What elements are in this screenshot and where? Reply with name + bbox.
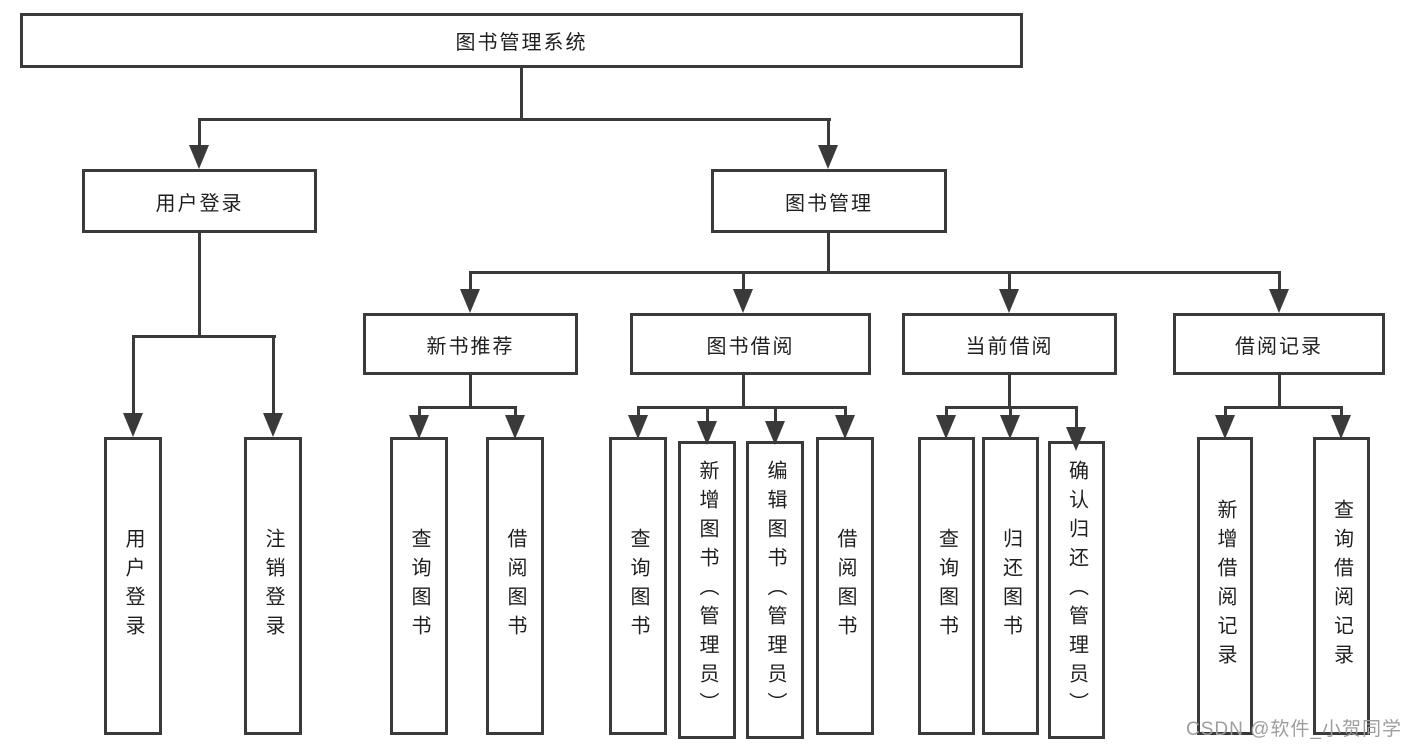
arrowhead (1331, 415, 1351, 439)
connector-line (1340, 406, 1343, 417)
csdn-watermark: CSDN @软件_小贺同学 (1186, 719, 1402, 740)
arrowhead (263, 413, 283, 437)
arrowhead (835, 415, 855, 439)
connector-line (774, 406, 777, 423)
connector-line (132, 335, 276, 338)
arrowhead (1269, 289, 1289, 313)
connector-line (132, 335, 135, 415)
node-label: 图书管理系统 (455, 32, 588, 54)
node-label: 借阅记录 (1235, 335, 1323, 358)
connector-line (742, 271, 745, 291)
arrowhead (189, 145, 209, 169)
arrowhead (409, 415, 429, 439)
connector-line (742, 375, 745, 408)
node-label: 查询图书 (935, 528, 958, 644)
node-label: 图书管理 (785, 192, 873, 215)
arrowhead (1215, 415, 1235, 439)
connector-line (1278, 271, 1281, 291)
arrowhead (733, 289, 753, 313)
node-label: 注销登录 (262, 528, 284, 644)
leaf-edit-book-admin: 编辑图书（管理员） (746, 441, 804, 739)
node-label: 确认归还（管理员） (1065, 459, 1088, 721)
node-book-borrowing: 图书借阅 (630, 313, 871, 375)
node-label: 新增图书（管理员） (696, 459, 718, 721)
arrowhead (765, 421, 785, 445)
connector-line (1008, 271, 1011, 291)
connector-line (706, 406, 709, 423)
arrowhead (123, 413, 143, 437)
leaf-query-books-recommend: 查询图书 (390, 437, 448, 735)
leaf-query-borrow-record: 查询借阅记录 (1313, 437, 1370, 735)
connector-line (1009, 406, 1012, 417)
connector-line (637, 406, 847, 409)
connector-line (637, 406, 640, 417)
arrowhead (697, 421, 717, 445)
connector-line (469, 375, 472, 408)
node-label: 查询图书 (408, 528, 430, 644)
node-label: 用户登录 (122, 528, 144, 644)
node-label: 借阅图书 (504, 528, 526, 644)
node-borrowing-records: 借阅记录 (1173, 313, 1385, 375)
leaf-borrow-books-recommend: 借阅图书 (486, 437, 544, 735)
leaf-user-login: 用户登录 (104, 437, 162, 735)
node-label: 归还图书 (999, 528, 1022, 644)
connector-line (945, 406, 948, 417)
connector-line (1224, 406, 1227, 417)
node-label: 查询借阅记录 (1330, 499, 1353, 673)
leaf-query-books-borrowing: 查询图书 (609, 437, 667, 735)
node-label: 借阅图书 (834, 528, 856, 644)
connector-line (198, 233, 201, 337)
node-current-borrowing: 当前借阅 (902, 313, 1117, 375)
arrowhead (999, 289, 1019, 313)
connector-line (198, 118, 831, 121)
node-label: 图书借阅 (706, 335, 795, 358)
node-label: 新增借阅记录 (1214, 499, 1236, 673)
leaf-add-borrow-record: 新增借阅记录 (1197, 437, 1253, 735)
arrowhead (460, 289, 480, 313)
connector-line (1008, 375, 1011, 408)
node-label: 新书推荐 (426, 335, 515, 358)
connector-line (520, 68, 523, 121)
connector-line (272, 335, 275, 415)
connector-line (844, 406, 847, 417)
node-new-book-recommendation: 新书推荐 (363, 313, 578, 375)
arrowhead (628, 415, 648, 439)
leaf-query-books-current: 查询图书 (918, 437, 975, 735)
connector-line (198, 118, 201, 147)
node-user-login: 用户登录 (82, 169, 317, 233)
connector-line (1075, 406, 1078, 429)
arrowhead (1000, 415, 1020, 439)
leaf-add-book-admin: 新增图书（管理员） (678, 441, 736, 739)
connector-line (1224, 406, 1343, 409)
arrowhead (1066, 427, 1086, 451)
connector-line (418, 406, 421, 417)
leaf-borrow-books-borrowing: 借阅图书 (816, 437, 874, 735)
connector-line (418, 406, 517, 409)
leaf-return-books: 归还图书 (982, 437, 1039, 735)
connector-line (469, 271, 1281, 274)
leaf-confirm-return-admin: 确认归还（管理员） (1048, 441, 1105, 739)
connector-line (827, 233, 830, 274)
node-label: 查询图书 (627, 528, 649, 644)
node-library-system: 图书管理系统 (20, 13, 1023, 68)
node-book-management: 图书管理 (711, 169, 947, 233)
arrowhead (818, 145, 838, 169)
node-label: 当前借阅 (965, 335, 1054, 358)
arrowhead (505, 415, 525, 439)
connector-line (469, 271, 472, 291)
arrowhead (936, 415, 956, 439)
node-label: 用户登录 (155, 192, 244, 215)
connector-line (1278, 375, 1281, 408)
connector-line (514, 406, 517, 417)
leaf-logout: 注销登录 (244, 437, 302, 735)
connector-line (827, 118, 830, 147)
node-label: 编辑图书（管理员） (764, 459, 786, 721)
